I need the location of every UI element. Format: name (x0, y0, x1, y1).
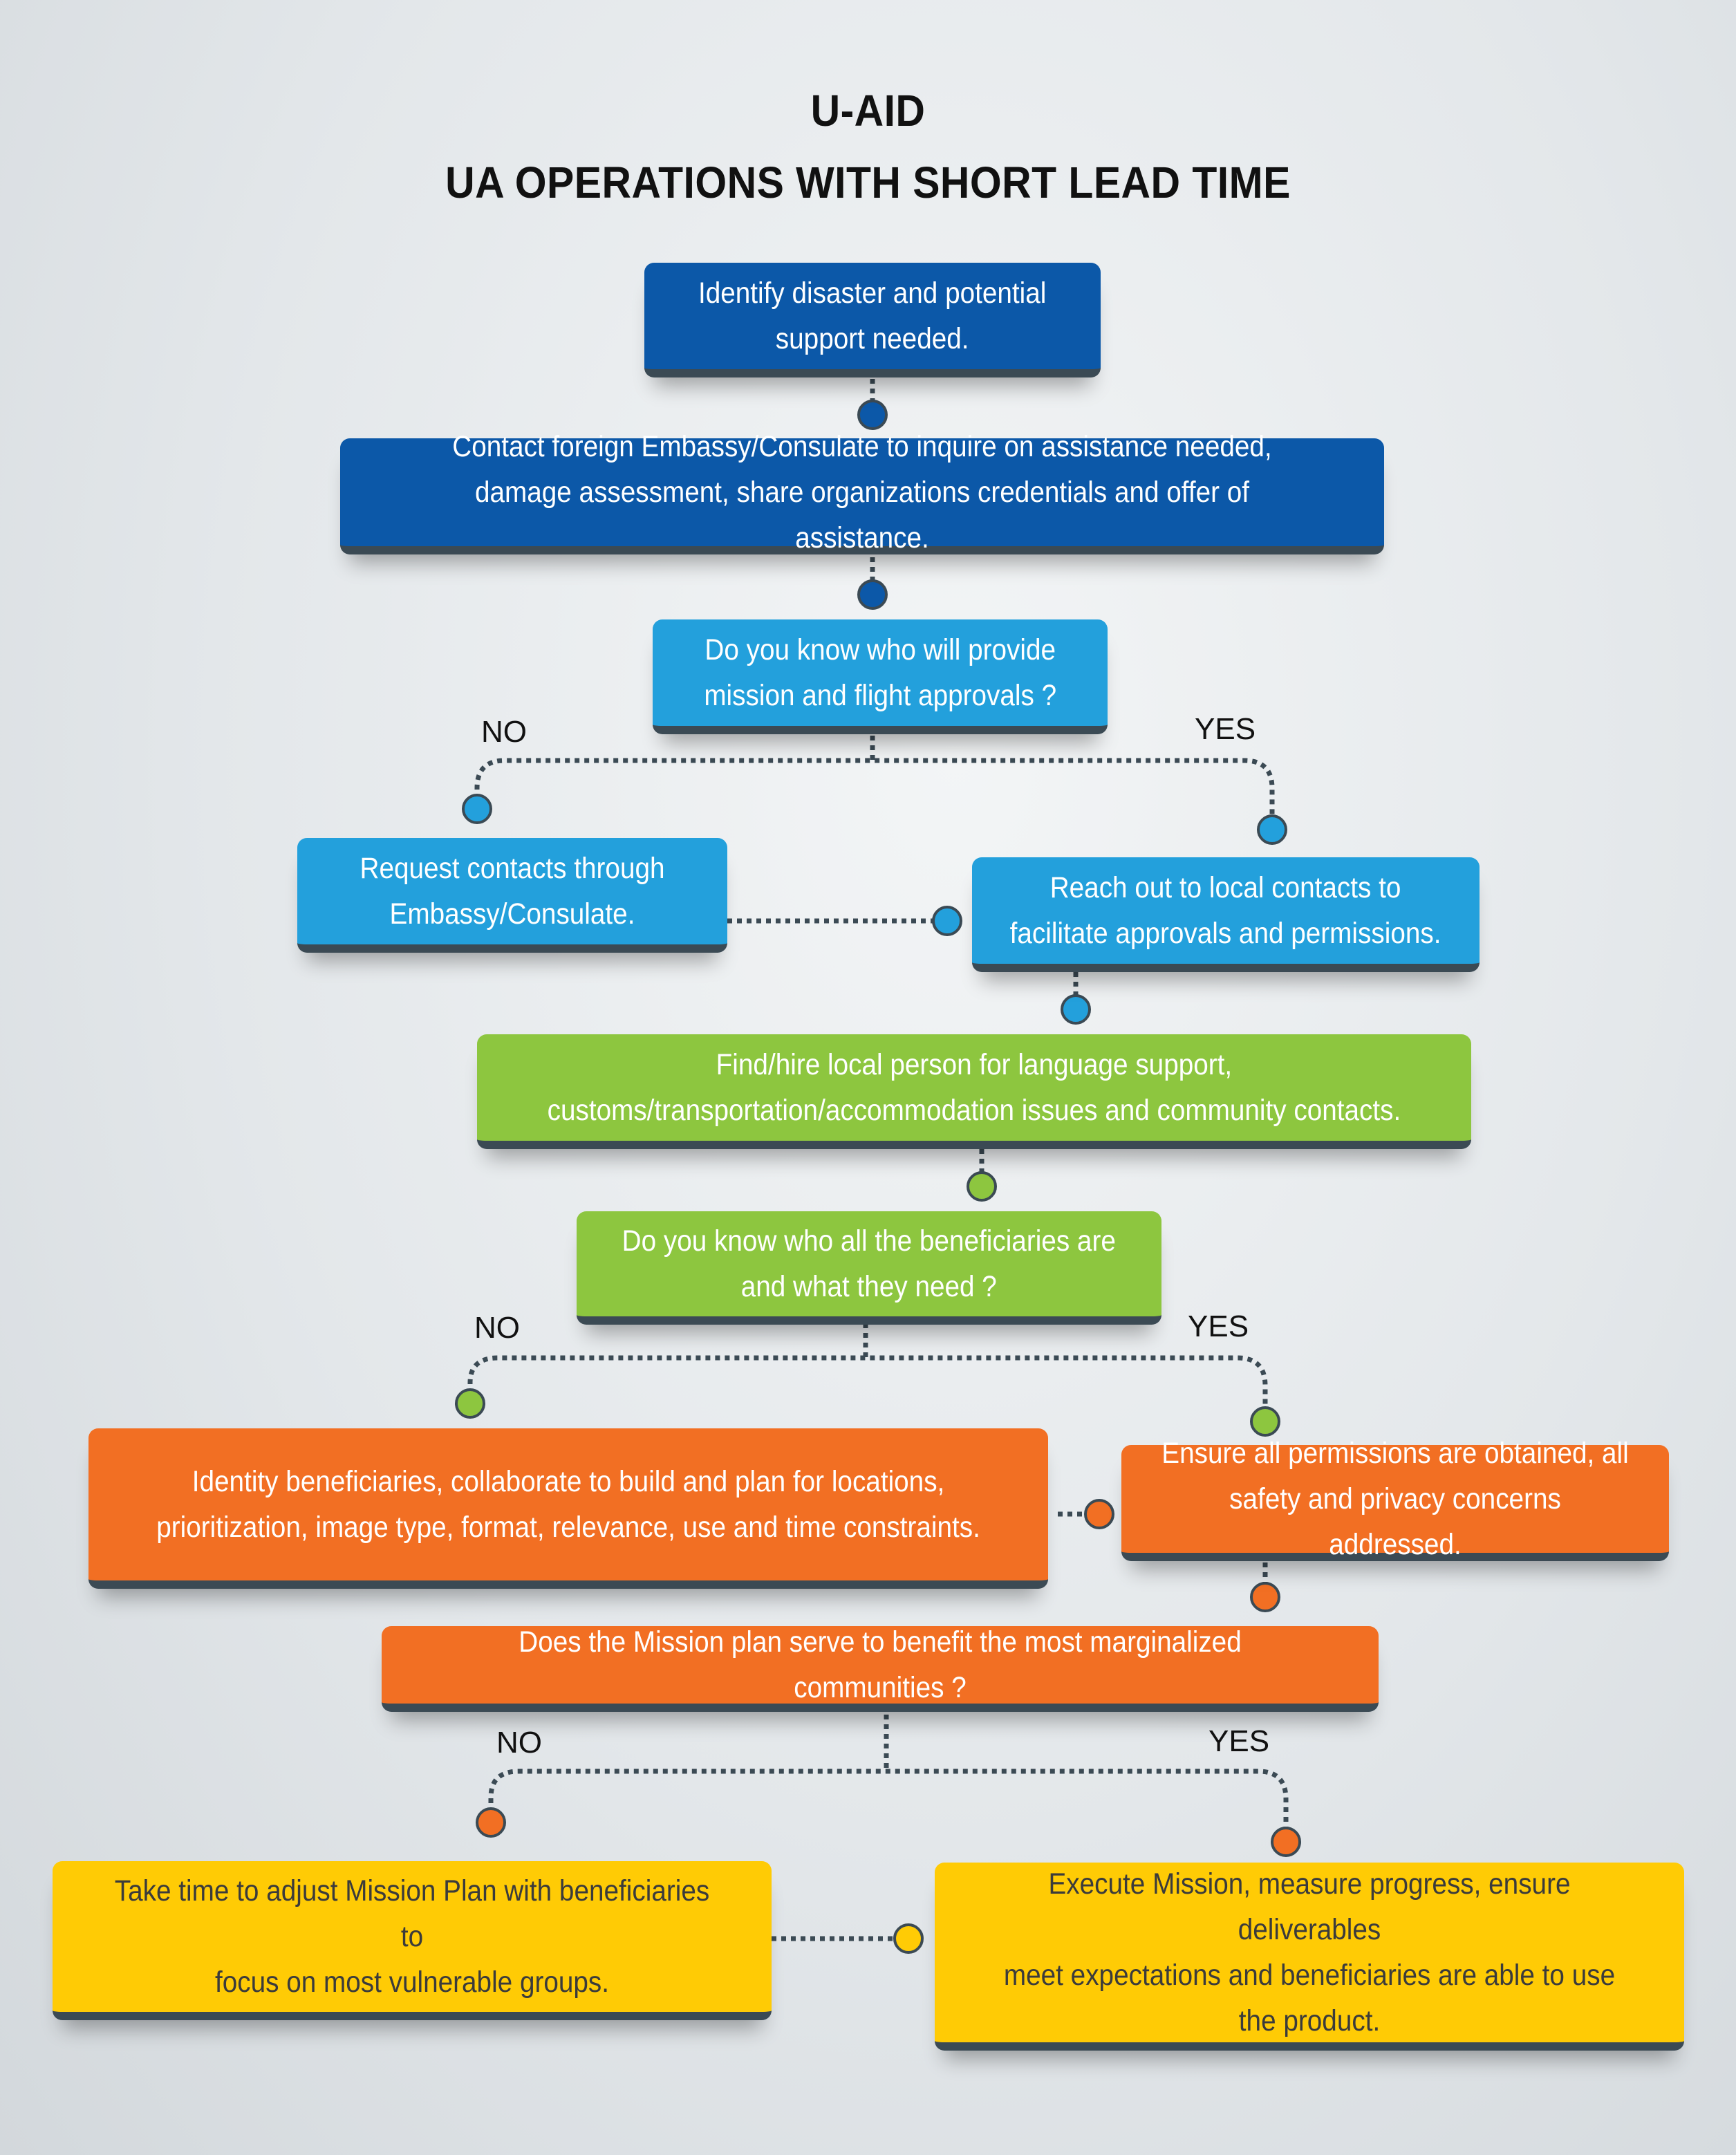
node-dot (1250, 1582, 1280, 1612)
step-ensure-permissions-text: Ensure all permissions are obtained, all… (1161, 1437, 1629, 1561)
step-request-contacts-text: Request contacts through Embassy/Consula… (360, 852, 665, 931)
connector-question2-branches (467, 1323, 1268, 1419)
step-identify-beneficiaries-text: Identity beneficiaries, collaborate to b… (156, 1465, 980, 1544)
branch-label-no: NO (474, 1311, 520, 1345)
node-dot (1250, 1406, 1280, 1437)
question-marginalized-text: Does the Mission plan serve to benefit t… (519, 1625, 1242, 1704)
step-identify-disaster: Identify disaster and potential support … (644, 263, 1101, 377)
branch-label-no: NO (496, 1726, 542, 1760)
question-beneficiaries-text: Do you know who all the beneficiaries ar… (622, 1224, 1117, 1303)
step-execute-mission-text: Execute Mission, measure progress, ensur… (1003, 1867, 1616, 2037)
title-line-1: U-AID (810, 86, 926, 136)
question-beneficiaries: Do you know who all the beneficiaries ar… (577, 1211, 1161, 1325)
question-approvals-text: Do you know who will provide mission and… (704, 633, 1056, 712)
step-reach-out-text: Reach out to local contacts to facilitat… (1010, 871, 1441, 950)
step-identify-disaster-text: Identify disaster and potential support … (698, 277, 1047, 355)
step-hire-local: Find/hire local person for language supp… (477, 1034, 1471, 1149)
node-dot (1061, 994, 1091, 1025)
node-dot (967, 1171, 997, 1202)
branch-label-yes: YES (1195, 712, 1256, 746)
step-reach-out: Reach out to local contacts to facilitat… (972, 857, 1480, 972)
question-marginalized: Does the Mission plan serve to benefit t… (382, 1625, 1379, 1712)
node-dot (893, 1923, 924, 1954)
connector-question3-branches (488, 1715, 1289, 1839)
page-title: U-AID UA OPERATIONS WITH SHORT LEAD TIME (0, 75, 1736, 218)
node-dot (1084, 1499, 1114, 1529)
node-dot (462, 794, 492, 824)
step-hire-local-text: Find/hire local person for language supp… (547, 1048, 1401, 1127)
step-contact-embassy-text: Contact foreign Embassy/Consulate to inq… (452, 430, 1272, 554)
node-dot (1271, 1827, 1301, 1857)
node-dot (1257, 814, 1287, 845)
node-dot (455, 1388, 485, 1419)
node-dot (857, 400, 888, 430)
title-line-2: UA OPERATIONS WITH SHORT LEAD TIME (445, 158, 1291, 207)
node-dot (857, 579, 888, 610)
question-approvals: Do you know who will provide mission and… (653, 619, 1108, 734)
branch-label-yes: YES (1208, 1724, 1270, 1758)
step-adjust-plan: Take time to adjust Mission Plan with be… (53, 1861, 772, 2020)
step-execute-mission: Execute Mission, measure progress, ensur… (935, 1863, 1684, 2051)
step-request-contacts: Request contacts through Embassy/Consula… (297, 838, 727, 953)
step-identify-beneficiaries: Identity beneficiaries, collaborate to b… (88, 1428, 1048, 1589)
step-adjust-plan-text: Take time to adjust Mission Plan with be… (114, 1874, 710, 1999)
step-contact-embassy: Contact foreign Embassy/Consulate to inq… (340, 430, 1384, 554)
branch-label-no: NO (481, 715, 527, 749)
node-dot (476, 1807, 506, 1838)
branch-label-yes: YES (1188, 1309, 1249, 1343)
connector-question1-branches (474, 736, 1275, 830)
node-dot (932, 906, 962, 936)
step-ensure-permissions: Ensure all permissions are obtained, all… (1121, 1437, 1669, 1561)
